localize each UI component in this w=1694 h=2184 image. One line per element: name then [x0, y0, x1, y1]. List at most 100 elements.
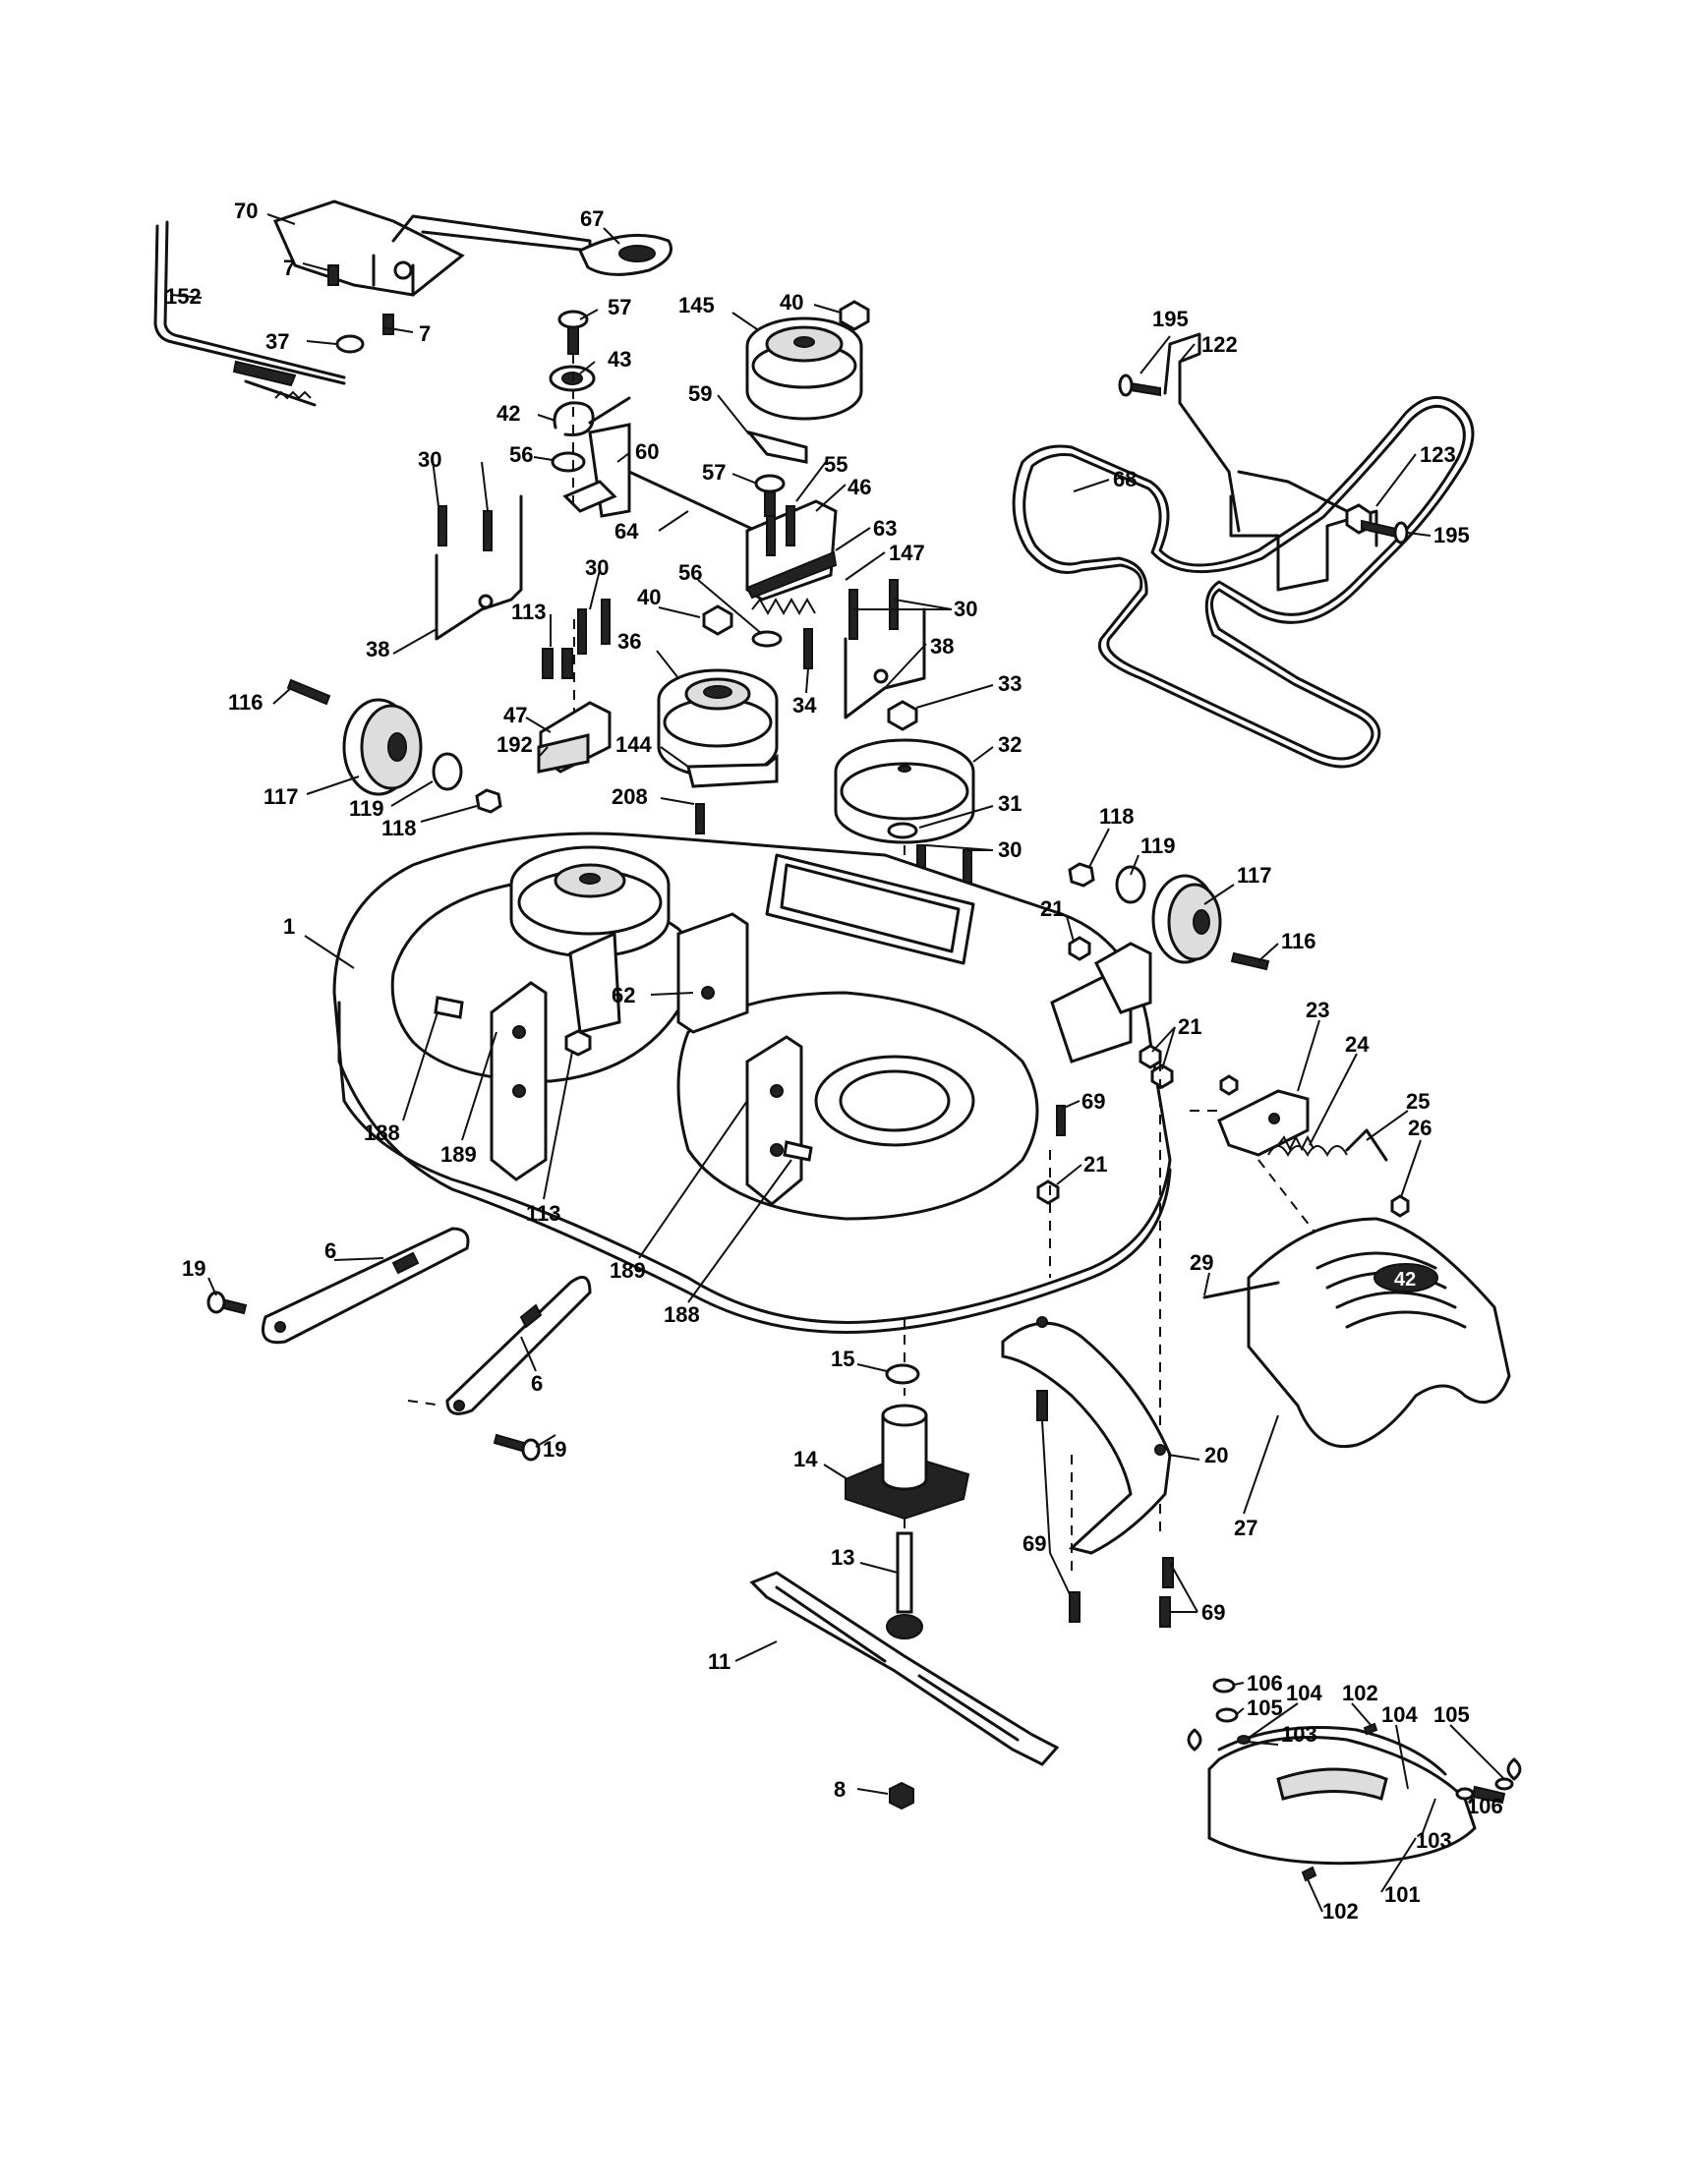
bolt-69-a [1056, 1105, 1066, 1136]
callout-113: 113 [526, 1201, 561, 1226]
screws-113 [542, 648, 573, 679]
arm-6-lower [445, 1275, 592, 1415]
screw-7-b [382, 314, 394, 335]
rod-38-left [435, 494, 523, 641]
dashed-guide-left [572, 354, 575, 747]
arm-6-upper [262, 1227, 470, 1345]
bolts-30 [438, 505, 972, 891]
callout-102: 102 [1322, 1899, 1359, 1924]
callout-46: 46 [847, 475, 871, 499]
idler-pulley-145 [745, 316, 863, 421]
callout-144: 144 [615, 732, 652, 757]
callout-57: 57 [702, 460, 726, 485]
bracket-144 [686, 753, 779, 788]
washer-56-b [751, 630, 783, 648]
idler-bracket-55 [745, 499, 838, 602]
callout-68: 68 [1113, 467, 1137, 491]
callout-123: 123 [1420, 442, 1456, 467]
callout-147: 147 [889, 541, 925, 565]
bolt-19-a [206, 1291, 248, 1315]
spindle-housing-14 [845, 1404, 970, 1521]
callout-119: 119 [349, 796, 384, 821]
blade-bolt-8 [889, 1781, 914, 1810]
nut-40-a [839, 300, 870, 331]
callout-116: 116 [228, 690, 263, 715]
spindle-pulley-32 [834, 738, 975, 844]
callout-67: 67 [580, 206, 604, 231]
bolt-57-b [754, 474, 786, 517]
callout-189: 189 [440, 1142, 477, 1167]
callout-63: 63 [873, 516, 897, 541]
washer-37 [335, 334, 365, 354]
callout-195: 195 [1433, 523, 1470, 547]
callout-104: 104 [1381, 1702, 1418, 1727]
belt-guide-122-123 [1163, 332, 1378, 592]
nut-113-b [564, 1029, 592, 1057]
rod-29 [1202, 1281, 1280, 1299]
dash-arm-6 [407, 1400, 443, 1407]
callout-60: 60 [635, 439, 659, 464]
callout-64: 64 [614, 519, 639, 544]
callout-119: 119 [1140, 833, 1176, 858]
callout-11: 11 [708, 1649, 730, 1674]
callout-145: 145 [678, 293, 715, 317]
discharge-chute-27 [1247, 1217, 1511, 1449]
callout-36: 36 [617, 629, 641, 654]
callout-37: 37 [265, 329, 289, 354]
callout-labels: 70 67 7 7 152 37 57 43 42 56 60 40 145 5… [165, 199, 1503, 1924]
callout-25: 25 [1406, 1089, 1430, 1114]
chute-emblem-text: 42 [1394, 1269, 1416, 1291]
callout-105: 105 [1433, 1702, 1470, 1727]
lift-lever-assembly [153, 200, 592, 407]
callout-29: 29 [1190, 1250, 1213, 1275]
bolt-195-a [1118, 374, 1161, 397]
washer-31 [887, 822, 918, 839]
callout-27: 27 [1234, 1516, 1257, 1540]
idler-arm-group-left [549, 310, 779, 538]
deck-bracket-62 [676, 912, 749, 1034]
hinge-parts-left [1187, 1678, 1251, 1752]
deck-rear-bracket [1050, 942, 1152, 1063]
callout-38: 38 [930, 634, 954, 659]
callout-8: 8 [834, 1777, 846, 1802]
callout-47: 47 [503, 703, 527, 727]
callout-113: 113 [511, 600, 547, 624]
callout-101: 101 [1384, 1882, 1421, 1907]
callout-102: 102 [1342, 1681, 1378, 1705]
leader-lines [171, 213, 1505, 1913]
callout-56: 56 [678, 560, 702, 585]
spring-25 [1267, 1128, 1388, 1162]
callout-42: 42 [497, 401, 520, 426]
callout-30: 30 [954, 597, 977, 621]
bolts-69 [1036, 1390, 1174, 1628]
callout-31: 31 [998, 791, 1022, 816]
callout-56: 56 [509, 442, 533, 467]
callout-118: 118 [381, 816, 417, 840]
baffle-20 [1001, 1316, 1172, 1555]
callout-117: 117 [1237, 863, 1272, 888]
callout-55: 55 [824, 452, 847, 477]
blade-11 [749, 1571, 1060, 1766]
deck-hanger-bracket-left [490, 931, 621, 1181]
callout-59: 59 [688, 381, 712, 406]
callout-7: 7 [419, 321, 431, 346]
bearing-15 [885, 1363, 920, 1385]
callout-122: 122 [1201, 332, 1238, 357]
belt-68 [1012, 395, 1475, 769]
callout-32: 32 [998, 732, 1022, 757]
bolt-195-b [1361, 519, 1409, 545]
callout-69: 69 [1201, 1600, 1225, 1625]
callout-24: 24 [1345, 1032, 1370, 1057]
callout-116: 116 [1281, 929, 1316, 953]
callout-23: 23 [1306, 998, 1329, 1022]
callout-21: 21 [1178, 1014, 1201, 1039]
gauge-wheel-left [286, 678, 502, 814]
callout-1: 1 [283, 914, 295, 939]
spring-147 [751, 597, 816, 616]
nut-26 [1390, 1194, 1410, 1218]
callout-30: 30 [998, 837, 1022, 862]
deck-hanger-bracket-right [745, 1035, 803, 1206]
callout-195: 195 [1152, 307, 1189, 331]
bracket-47-192 [537, 701, 612, 774]
